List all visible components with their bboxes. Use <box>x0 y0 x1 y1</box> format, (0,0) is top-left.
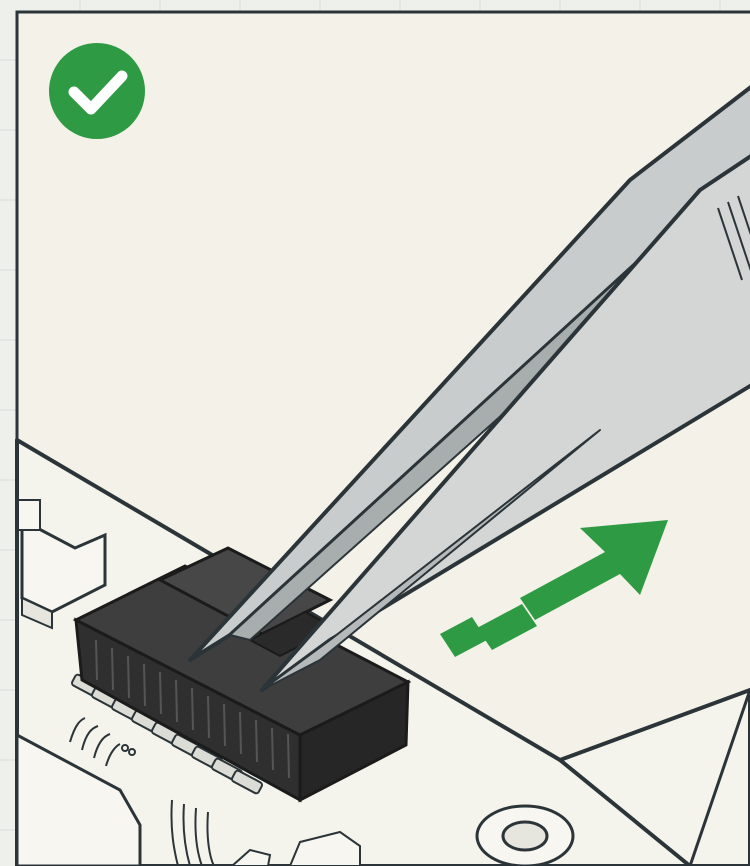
pcb-traces <box>69 717 215 866</box>
checkmark-icon <box>68 70 128 115</box>
success-badge <box>49 43 145 139</box>
mounting-hole <box>475 804 575 866</box>
ic-package <box>15 732 142 866</box>
smd-component-bottom <box>230 830 361 866</box>
smd-component <box>17 499 107 630</box>
fpc-connector <box>70 546 412 803</box>
arrow-up-right-icon <box>440 520 668 657</box>
checkmark-circle <box>49 43 145 139</box>
tweezers <box>188 85 750 692</box>
